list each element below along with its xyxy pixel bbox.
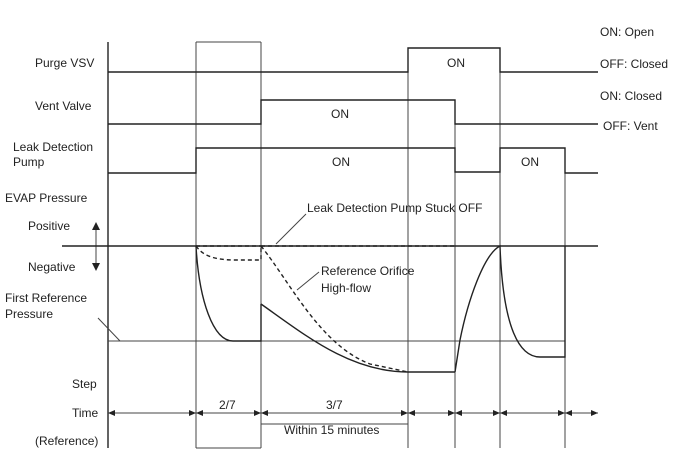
time-label: Time (72, 406, 99, 420)
within-15-minutes-label: Within 15 minutes (284, 423, 379, 437)
pump-stuck-off-leader (275, 213, 307, 245)
purge-vsv-on-label: ON (447, 56, 465, 70)
purge-vsv-signal (108, 47, 598, 73)
leak-pump-signal (108, 147, 598, 174)
vent-valve-label: Vent Valve (35, 99, 92, 113)
first-reference-label-line1: First Reference (5, 291, 87, 305)
pressure-curves (195, 244, 566, 373)
step3-time-label: 3/7 (326, 398, 343, 412)
pump-stuck-off-annotation: Leak Detection Pump Stuck OFF (307, 201, 482, 215)
vent-valve-on-label: ON (331, 107, 349, 121)
leak-pump-label-line1: Leak Detection (13, 140, 93, 154)
reference-label: (Reference) (35, 434, 98, 448)
pressure-curve-step3 (260, 303, 455, 373)
purge-vsv-legend-open: ON: Open (600, 25, 654, 39)
positive-label: Positive (28, 219, 70, 233)
pressure-curve-recovery (454, 244, 566, 373)
reference-orifice-leader (296, 271, 320, 291)
step-boundaries (195, 41, 566, 449)
first-reference-label-line2: Pressure (5, 307, 53, 321)
step2-time-label: 2/7 (219, 398, 236, 412)
leak-pump-label-line2: Pump (13, 155, 45, 169)
vent-valve-legend-vent: OFF: Vent (603, 119, 658, 133)
negative-label: Negative (28, 260, 76, 274)
leak-pump-on-label-1: ON (332, 155, 350, 169)
leak-pump-on-label-2: ON (521, 155, 539, 169)
purge-vsv-legend-closed: OFF: Closed (600, 57, 668, 71)
pressure-curve-step2 (195, 245, 262, 342)
evap-pressure-title: EVAP Pressure (5, 191, 88, 205)
purge-vsv-label: Purge VSV (35, 56, 94, 70)
reference-orifice-annotation-line2: High-flow (321, 281, 371, 295)
reference-orifice-annotation-line1: Reference Orifice (321, 264, 415, 278)
vent-valve-signal (108, 99, 598, 125)
reference-orifice-curve (260, 245, 409, 373)
step-label: Step (72, 377, 97, 391)
time-duration-arrows (108, 410, 598, 416)
vent-valve-legend-closed: ON: Closed (600, 89, 662, 103)
first-reference-leader (97, 317, 121, 342)
step2-dashed-curve (195, 245, 262, 261)
